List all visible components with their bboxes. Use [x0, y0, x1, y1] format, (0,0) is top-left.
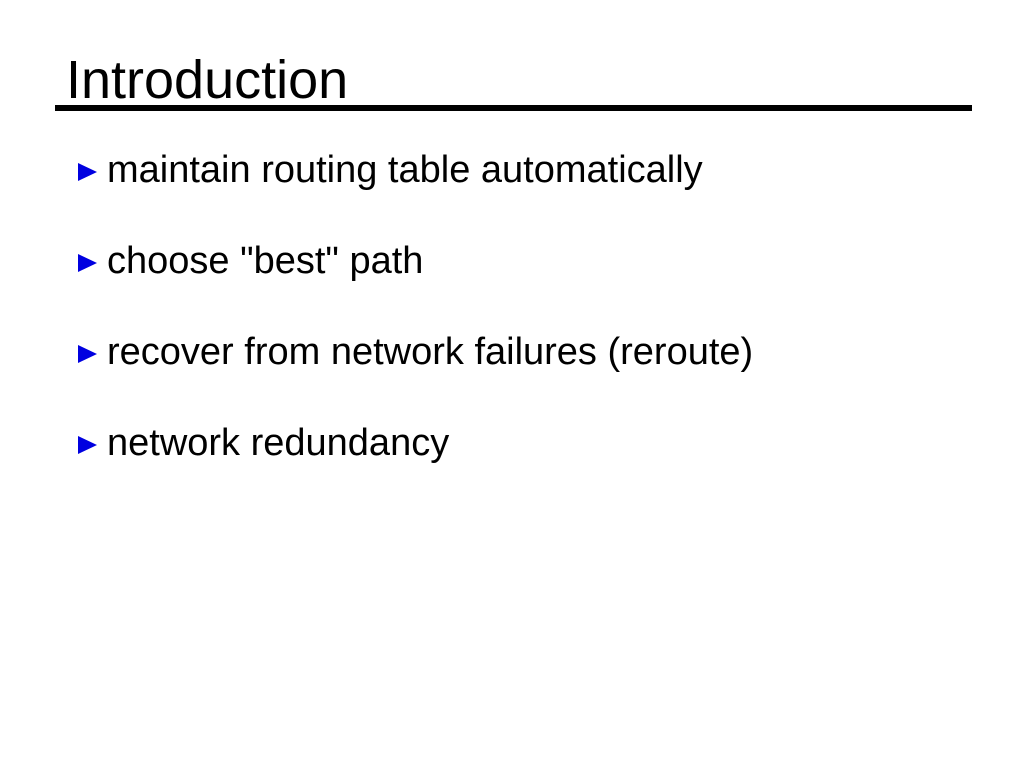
bullet-item: network redundancy: [0, 420, 1024, 466]
bullet-item: choose "best" path: [0, 238, 1024, 284]
bullet-text: maintain routing table automatically: [107, 149, 703, 191]
title-underline: [55, 105, 972, 111]
right-triangle-bullet-icon: [78, 436, 97, 454]
right-triangle-bullet-icon: [78, 163, 97, 181]
right-triangle-bullet-icon: [78, 345, 97, 363]
bullet-text: choose "best" path: [107, 240, 424, 282]
bullet-item: maintain routing table automatically: [0, 147, 1024, 193]
slide-title: Introduction: [66, 50, 349, 110]
right-triangle-bullet-icon: [78, 254, 97, 272]
bullet-text: recover from network failures (reroute): [107, 331, 754, 373]
bullet-text: network redundancy: [107, 422, 450, 464]
bullet-item: recover from network failures (reroute): [0, 329, 1024, 375]
